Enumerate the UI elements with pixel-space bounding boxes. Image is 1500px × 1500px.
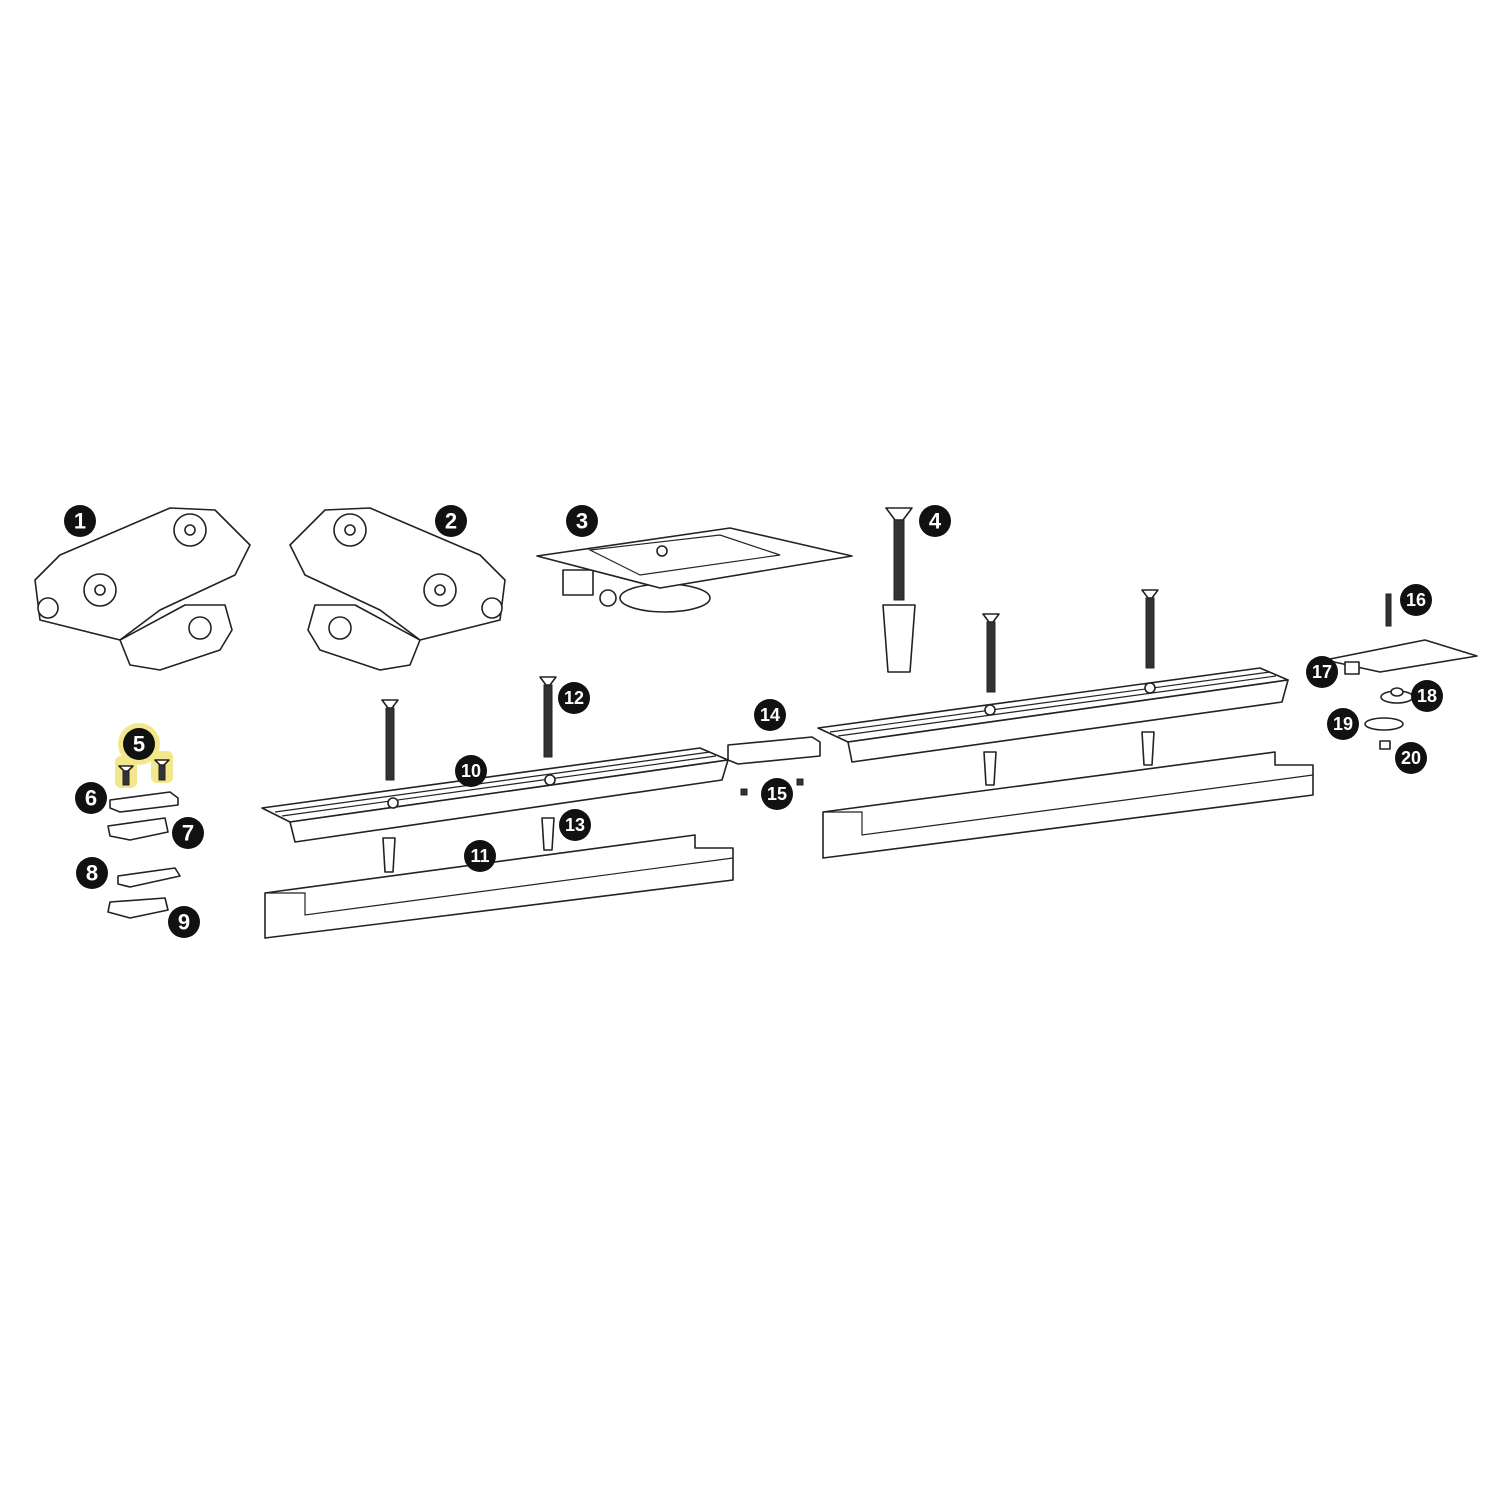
part-5-screws-highlighted (115, 751, 173, 788)
callout-19[interactable]: 19 (1327, 708, 1359, 740)
callout-10[interactable]: 10 (455, 755, 487, 787)
part-14-connector (727, 736, 821, 765)
callout-8[interactable]: 8 (76, 857, 108, 889)
callout-11[interactable]: 11 (464, 840, 496, 872)
svg-text:13: 13 (565, 815, 585, 835)
track-right (817, 667, 1289, 763)
callout-7[interactable]: 7 (172, 817, 204, 849)
callout-14[interactable]: 14 (754, 699, 786, 731)
callout-9[interactable]: 9 (168, 906, 200, 938)
svg-text:8: 8 (86, 861, 98, 886)
svg-text:3: 3 (576, 509, 588, 534)
svg-text:2: 2 (445, 509, 457, 534)
part-11-channel-left (264, 834, 734, 939)
svg-text:9: 9 (178, 910, 190, 935)
callout-20[interactable]: 20 (1395, 742, 1427, 774)
svg-text:12: 12 (564, 688, 584, 708)
callout-2[interactable]: 2 (435, 505, 467, 537)
svg-text:6: 6 (85, 786, 97, 811)
callout-12[interactable]: 12 (558, 682, 590, 714)
part-4-screw-anchor (882, 507, 916, 673)
svg-text:14: 14 (760, 705, 780, 725)
callout-3[interactable]: 3 (566, 505, 598, 537)
callout-5[interactable]: 5 (123, 728, 155, 760)
svg-text:19: 19 (1333, 714, 1353, 734)
callout-16[interactable]: 16 (1400, 584, 1432, 616)
svg-text:20: 20 (1401, 748, 1421, 768)
callout-6[interactable]: 6 (75, 782, 107, 814)
svg-text:10: 10 (461, 761, 481, 781)
callout-1[interactable]: 1 (64, 505, 96, 537)
svg-text:18: 18 (1417, 686, 1437, 706)
callout-17[interactable]: 17 (1306, 656, 1338, 688)
part-12-screws (381, 676, 557, 781)
svg-text:4: 4 (929, 509, 942, 534)
part-3-top-plate (536, 527, 853, 613)
parts-6-9-carriers (107, 791, 181, 919)
svg-text:15: 15 (767, 784, 787, 804)
callout-4[interactable]: 4 (919, 505, 951, 537)
callout-13[interactable]: 13 (559, 809, 591, 841)
channel-right (822, 751, 1314, 859)
part-13-anchors (382, 817, 555, 873)
svg-text:16: 16 (1406, 590, 1426, 610)
svg-text:1: 1 (74, 509, 86, 534)
callout-18[interactable]: 18 (1411, 680, 1443, 712)
rail-screws-right (982, 589, 1159, 786)
part-10-track-left (261, 747, 729, 843)
callout-15[interactable]: 15 (761, 778, 793, 810)
svg-text:7: 7 (182, 821, 194, 846)
svg-text:5: 5 (133, 732, 145, 757)
part-15-set-screws (740, 778, 804, 796)
part-2-clamp (289, 507, 506, 671)
svg-text:11: 11 (470, 846, 489, 866)
part-1-clamp (34, 507, 251, 671)
svg-text:17: 17 (1312, 662, 1332, 682)
